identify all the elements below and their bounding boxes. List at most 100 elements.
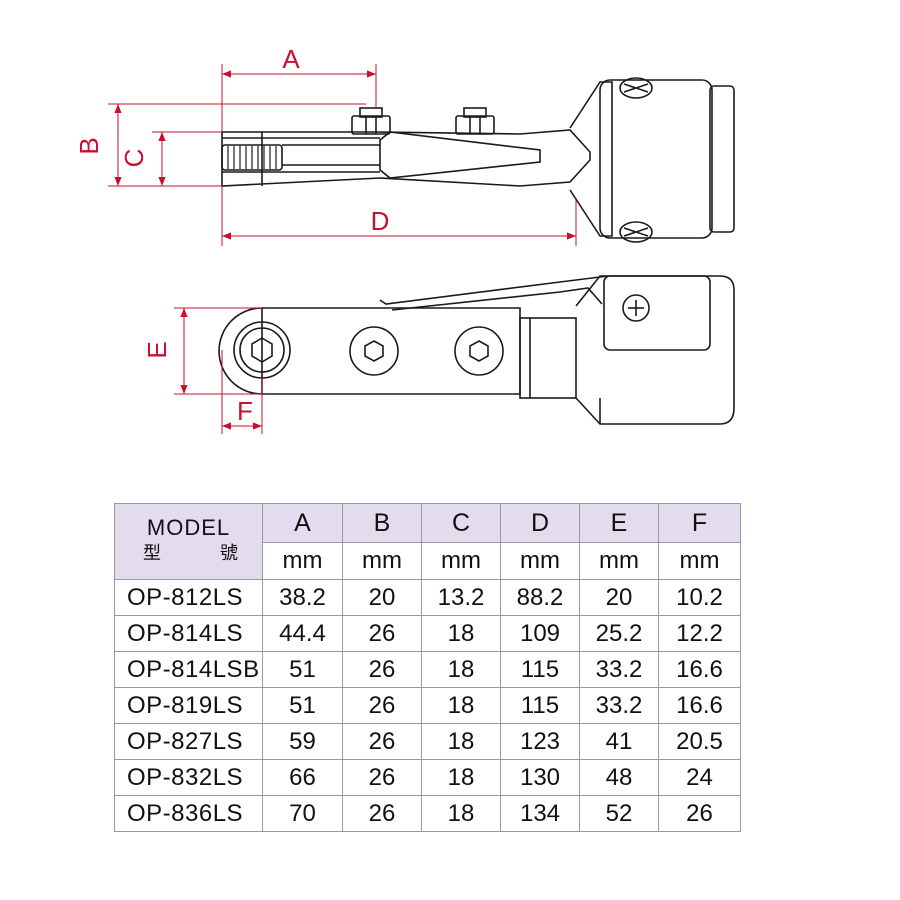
top-view [221, 77, 735, 243]
value-cell-d: 115 [500, 687, 580, 724]
value-cell-c: 18 [421, 615, 501, 652]
dim-label-c: C [119, 149, 149, 168]
model-cell: OP-812LS [114, 579, 263, 616]
value-cell-d: 88.2 [500, 579, 580, 616]
side-view-holder [575, 275, 735, 425]
value-cell-c: 18 [421, 759, 501, 796]
value-cell-d: 134 [500, 795, 580, 832]
value-cell-c: 18 [421, 651, 501, 688]
dim-label-e: E [142, 341, 172, 358]
value-cell-d: 109 [500, 615, 580, 652]
value-cell-d: 130 [500, 759, 580, 796]
value-cell-a: 44.4 [262, 615, 343, 652]
dim-label-d: D [371, 206, 390, 236]
side-view [218, 275, 735, 425]
value-cell-b: 26 [342, 795, 422, 832]
side-view-bolt-1 [349, 326, 399, 376]
unit-cell-b: mm [342, 542, 422, 580]
unit-cell-a: mm [262, 542, 343, 580]
column-header-e: E [579, 503, 659, 543]
unit-cell-f: mm [658, 542, 741, 580]
value-cell-b: 26 [342, 615, 422, 652]
dim-label-a: A [282, 44, 300, 74]
top-view-shank [379, 131, 541, 179]
model-header-zh-1: 型 [143, 542, 161, 564]
value-cell-e: 25.2 [579, 615, 659, 652]
value-cell-a: 38.2 [262, 579, 343, 616]
side-view-arm [218, 307, 521, 395]
value-cell-c: 18 [421, 723, 501, 760]
model-cell: OP-814LS [114, 615, 263, 652]
unit-cell-d: mm [500, 542, 580, 580]
value-cell-b: 26 [342, 687, 422, 724]
model-header-zh-2: 號 [220, 542, 238, 564]
value-cell-f: 20.5 [658, 723, 741, 760]
model-cell: OP-827LS [114, 723, 263, 760]
value-cell-f: 26 [658, 795, 741, 832]
top-view-holder-flare [569, 81, 613, 237]
model-cell: OP-832LS [114, 759, 263, 796]
top-view-screw-top [619, 77, 653, 99]
column-header-c: C [421, 503, 501, 543]
spec-table: MODEL 型 號 A B C D E F mm mm mm mm mm [114, 503, 741, 832]
value-cell-e: 20 [579, 579, 659, 616]
top-view-cutter-wheel [221, 144, 283, 171]
value-cell-a: 51 [262, 687, 343, 724]
side-view-hex-socket-1 [251, 337, 273, 363]
value-cell-e: 52 [579, 795, 659, 832]
value-cell-b: 26 [342, 759, 422, 796]
top-view-clamp-body [599, 79, 713, 239]
model-header-cell: MODEL 型 號 [114, 503, 263, 580]
value-cell-f: 12.2 [658, 615, 741, 652]
dim-label-b: B [74, 137, 104, 154]
value-cell-c: 18 [421, 795, 501, 832]
spec-table-container: MODEL 型 號 A B C D E F mm mm mm mm mm [114, 503, 741, 832]
column-header-d: D [500, 503, 580, 543]
value-cell-f: 10.2 [658, 579, 741, 616]
value-cell-d: 123 [500, 723, 580, 760]
model-header-zh: 型 號 [115, 541, 262, 567]
column-header-a: A [262, 503, 343, 543]
column-header-f: F [658, 503, 741, 543]
top-view-nut-2 [455, 107, 495, 135]
model-cell: OP-836LS [114, 795, 263, 832]
top-view-nut-1 [351, 107, 391, 135]
value-cell-b: 26 [342, 723, 422, 760]
technical-drawing: A B C D E F [74, 44, 735, 434]
value-cell-b: 26 [342, 651, 422, 688]
value-cell-e: 48 [579, 759, 659, 796]
value-cell-f: 16.6 [658, 651, 741, 688]
dimension-lines [108, 64, 577, 434]
side-view-spring [379, 275, 609, 311]
table-header-row: MODEL 型 號 A B C D E F [114, 503, 741, 580]
top-view-screw-bottom [619, 221, 653, 243]
value-cell-d: 115 [500, 651, 580, 688]
side-view-screw [622, 294, 650, 322]
value-cell-c: 18 [421, 687, 501, 724]
side-view-sleeve [519, 317, 577, 399]
top-view-knurl [227, 146, 277, 169]
unit-cell-c: mm [421, 542, 501, 580]
value-cell-e: 41 [579, 723, 659, 760]
model-header-en: MODEL [146, 514, 231, 540]
value-cell-b: 20 [342, 579, 422, 616]
value-cell-e: 33.2 [579, 687, 659, 724]
value-cell-a: 70 [262, 795, 343, 832]
model-cell: OP-819LS [114, 687, 263, 724]
value-cell-a: 66 [262, 759, 343, 796]
top-view-clamp-collar [709, 85, 735, 233]
value-cell-f: 16.6 [658, 687, 741, 724]
value-cell-c: 13.2 [421, 579, 501, 616]
column-header-b: B [342, 503, 422, 543]
side-view-clamp-body [603, 275, 711, 351]
value-cell-a: 59 [262, 723, 343, 760]
value-cell-a: 51 [262, 651, 343, 688]
value-cell-e: 33.2 [579, 651, 659, 688]
